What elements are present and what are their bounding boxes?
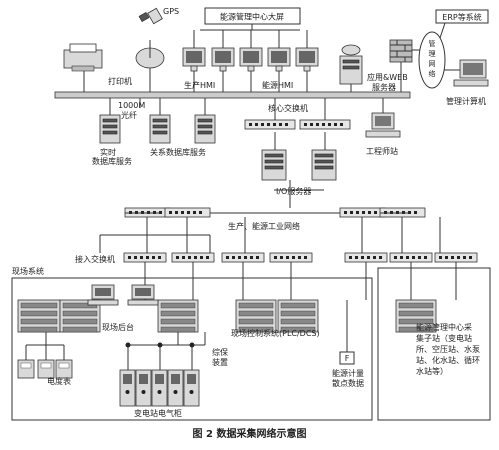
access-switch-icon <box>171 252 215 263</box>
fiber-label2: 光纤 <box>121 110 137 120</box>
rtdb-label2: 数据库服务 <box>92 156 132 166</box>
eng-station-label: 工程师站 <box>366 146 398 156</box>
mgmt-pc-label: 管理计算机 <box>446 96 486 106</box>
equipment-rack-icon <box>395 299 437 333</box>
hmi-monitor-icon <box>239 30 263 92</box>
access-switch-icon <box>221 252 265 263</box>
metering-label2: 散点数据 <box>332 378 364 388</box>
io-server-label: I/O服务器 <box>276 186 311 196</box>
field-system-label: 现场系统 <box>12 266 44 276</box>
substation-title-1: 能源管理中心采 <box>416 322 472 332</box>
substation-cabinet-icon <box>119 369 200 407</box>
access-switch-icon <box>123 252 167 263</box>
industrial-switch-icon <box>164 207 211 218</box>
mgmt-computer-icon <box>444 59 489 87</box>
io-servers <box>261 149 337 198</box>
mgmt-network-char: 络 <box>429 69 436 78</box>
f-label: F <box>345 354 350 363</box>
integrated-label: 综保 <box>212 347 228 357</box>
substation-title-2: 集子站（变电站 <box>416 333 472 343</box>
screen-label: 能源管理中心大屏 <box>220 12 284 22</box>
field-backstage-label: 现场后台 <box>102 322 134 332</box>
prod-hmi-label: 生产HMI <box>184 80 215 90</box>
fiber-label: 1000M <box>118 101 145 110</box>
mgmt-network-ellipse <box>418 31 446 89</box>
backbone-bus <box>54 91 411 99</box>
industrial-net-label: 生产、能源工业网络 <box>228 221 300 231</box>
hmi-monitor-icon <box>267 30 291 92</box>
printer-icon <box>63 43 103 92</box>
hmi-monitor-icon <box>182 30 206 92</box>
desktop-pc-icon <box>127 284 159 306</box>
erp-box <box>435 9 489 24</box>
mgmt-network-char: 理 <box>429 50 436 58</box>
app-web-label2: 服务器 <box>372 82 396 92</box>
access-switch-icon <box>269 252 313 263</box>
energy-hmi-label: 能源HMI <box>262 80 293 90</box>
printer-label: 打印机 <box>108 76 132 86</box>
field-control-label: 现场控制系统(PLC/DCS) <box>231 328 320 338</box>
hmi-monitors <box>182 30 319 92</box>
app-web-label: 应用&WEB <box>367 72 408 82</box>
reldb-label: 关系数据库服务 <box>150 147 206 157</box>
field-system-box <box>11 277 373 421</box>
field-racks <box>17 284 437 407</box>
mgmt-network-char: 管 <box>429 39 436 48</box>
desktop-pc-icon <box>87 284 119 306</box>
equipment-rack-icon <box>157 299 199 333</box>
database-server-icon <box>194 114 216 144</box>
integrated-label2: 装置 <box>212 357 228 367</box>
database-server-icon <box>149 114 171 144</box>
equipment-rack-icon <box>235 299 277 333</box>
rtdb-label: 实时 <box>100 147 116 157</box>
substation-title-3: 所、空压站、水泵 <box>416 344 480 354</box>
equipment-rack-icon <box>17 299 61 333</box>
access-switches <box>123 252 478 300</box>
substation-cabinet-label: 变电站电气柜 <box>134 408 182 418</box>
app-web-server-icon <box>339 44 363 92</box>
io-server-icon <box>311 149 337 181</box>
core-switches <box>244 119 351 130</box>
access-switch-icon <box>434 252 478 263</box>
db-servers <box>99 114 216 144</box>
power-meter-icon <box>17 359 35 379</box>
core-switch-icon <box>244 119 296 130</box>
access-switch-icon <box>389 252 433 263</box>
access-switch-icon <box>344 252 388 263</box>
access-switch-label: 接入交换机 <box>75 254 115 264</box>
gps-label: GPS <box>163 7 179 16</box>
substation-box <box>377 267 491 421</box>
gps-antenna-icon <box>135 7 165 92</box>
core-switch-icon <box>299 119 351 130</box>
power-meter-icon <box>55 359 73 379</box>
substation-title-4: 站、化水站、循环 <box>416 355 480 365</box>
metering-label1: 能源计量 <box>332 368 364 378</box>
erp-label: ERP等系统 <box>442 12 481 22</box>
engineer-station-icon <box>365 98 401 138</box>
equipment-rack-icon <box>277 299 319 333</box>
hmi-monitor-icon <box>211 30 235 92</box>
firewall-icon <box>389 39 420 92</box>
power-meter-icon <box>37 359 55 379</box>
io-server-icon <box>261 149 287 181</box>
mgmt-network-char: 网 <box>429 60 436 68</box>
core-switch-label: 核心交换机 <box>268 103 308 113</box>
figure-caption: 图 2 数据采集网络示意图 <box>193 427 307 440</box>
hmi-monitor-icon <box>295 30 319 92</box>
substation-title-5: 水站等） <box>416 366 448 376</box>
meter-label: 电度表 <box>47 376 71 386</box>
database-server-icon <box>99 114 121 144</box>
industrial-switch-icon <box>339 207 386 218</box>
